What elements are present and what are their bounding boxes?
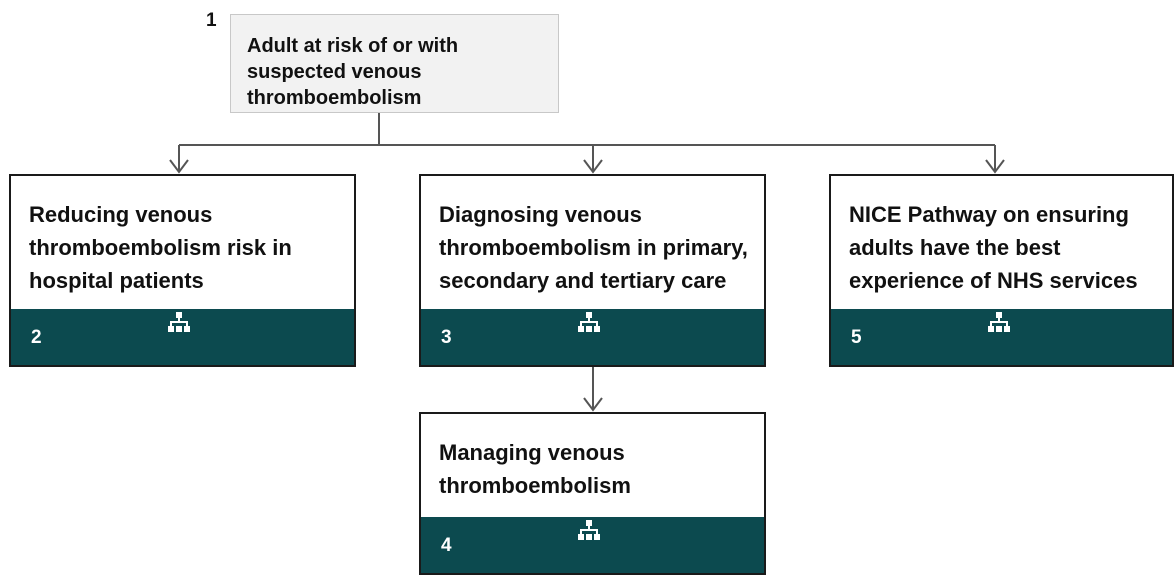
hierarchy-icon	[988, 312, 1010, 332]
hierarchy-icon	[578, 520, 600, 540]
card-number: 4	[441, 535, 452, 556]
arrow-head-card-5	[985, 159, 1005, 174]
start-node: Adult at risk of or with suspected venou…	[230, 14, 559, 113]
start-node-text: Adult at risk of or with suspected venou…	[247, 35, 459, 109]
card-footer: 5	[831, 309, 1172, 365]
hierarchy-icon	[578, 312, 600, 332]
arrow-head-card-2	[169, 159, 189, 174]
card-footer: 2	[11, 309, 354, 365]
card-number: 5	[851, 327, 862, 348]
arrow-head-card-4	[583, 397, 603, 412]
card-managing[interactable]: Managing venous thromboembolism 4	[419, 412, 766, 575]
card-title: Managing venous thromboembolism	[439, 440, 631, 498]
card-footer: 4	[421, 517, 764, 573]
card-title: Diagnosing venous thromboembolism in pri…	[439, 202, 748, 293]
card-title: NICE Pathway on ensuring adults have the…	[849, 202, 1138, 293]
card-footer: 3	[421, 309, 764, 365]
arrow-head-card-3	[583, 159, 603, 174]
card-number: 3	[441, 327, 452, 348]
hierarchy-icon	[168, 312, 190, 332]
start-number: 1	[206, 10, 217, 31]
card-nhs-experience[interactable]: NICE Pathway on ensuring adults have the…	[829, 174, 1174, 367]
card-reducing-risk[interactable]: Reducing venous thromboembolism risk in …	[9, 174, 356, 367]
card-number: 2	[31, 327, 42, 348]
card-diagnosing[interactable]: Diagnosing venous thromboembolism in pri…	[419, 174, 766, 367]
card-title: Reducing venous thromboembolism risk in …	[29, 202, 292, 293]
